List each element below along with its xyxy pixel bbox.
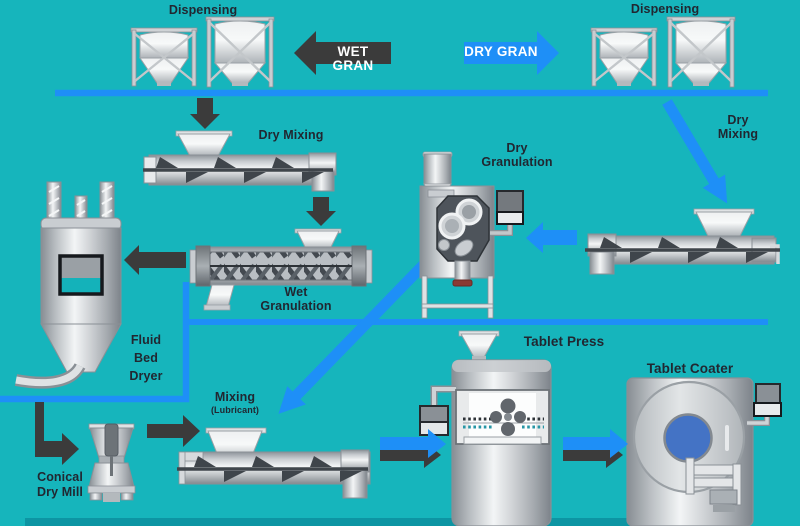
- label-wet-gran-banner: WET GRAN: [332, 44, 374, 73]
- arrow-press-to-coater-blue: [563, 429, 628, 458]
- dry-mixing-conveyor-right: [585, 208, 780, 275]
- arrow-mixing-to-press-blue: [380, 429, 446, 458]
- label-dry-gran-banner: DRY GRAN: [464, 44, 538, 59]
- tablet-press: [419, 330, 552, 526]
- compactor-control-panel: [496, 190, 524, 225]
- dispensing-bin-right-large: [665, 15, 737, 89]
- dispensing-bin-left-large: [204, 15, 276, 89]
- arrow-mill-to-mixing: [147, 415, 200, 447]
- label-conical-dry-mill: Conical Dry Mill: [37, 470, 83, 499]
- arrow-dispensing-to-drymix: [190, 98, 220, 129]
- arrow-conveyor-to-compactor: [526, 222, 577, 253]
- wet-granulator: [189, 228, 373, 311]
- arrow-dryer-to-mill: [35, 402, 79, 465]
- press-control-panel: [419, 405, 449, 436]
- arrow-wetgran-to-dryer: [124, 245, 186, 275]
- tablet-coater: [626, 377, 782, 526]
- roller-compactor: [419, 151, 524, 319]
- arrow-drygranulation-to-mixing: [278, 247, 441, 414]
- coater-window: [663, 413, 713, 463]
- floor-strip: [25, 518, 690, 526]
- conical-dry-mill: [87, 423, 136, 502]
- dry-mixing-conveyor-left: [143, 130, 337, 192]
- label-dry-granulation: Dry Granulation: [481, 141, 553, 169]
- label-wet-granulation: Wet Granulation: [260, 285, 332, 313]
- label-mixing-lubricant: (Lubricant): [210, 405, 260, 415]
- coater-control-panel: [753, 383, 782, 417]
- label-tablet-coater: Tablet Coater: [646, 361, 734, 376]
- label-dry-mixing-right: Dry Mixing: [717, 113, 759, 141]
- flow-line-dryer-loop: [0, 282, 190, 403]
- label-mixing: Mixing: [214, 390, 256, 404]
- label-dry-mixing-left: Dry Mixing: [258, 128, 324, 142]
- arrow-dispensing-to-drymixing: [662, 99, 728, 204]
- label-fluid-bed-dryer: Fluid Bed Dryer: [129, 333, 163, 383]
- black-flow-arrows: [35, 31, 623, 468]
- label-dispensing-left: Dispensing: [168, 3, 238, 17]
- dispensing-bin-right-small: [589, 26, 659, 88]
- blue-flow-arrows: [380, 31, 628, 458]
- fluid-bed-dryer: [14, 181, 122, 389]
- arrow-wet-gran-banner: [294, 31, 391, 75]
- label-tablet-press: Tablet Press: [523, 334, 605, 349]
- label-dispensing-right: Dispensing: [630, 2, 700, 16]
- press-rollers: [490, 398, 526, 436]
- dispensing-bin-left-small: [129, 26, 199, 88]
- lubricant-mixing-conveyor: [177, 427, 371, 499]
- arrow-dry-gran-banner: [464, 31, 559, 75]
- arrow-drymix-to-wetgran: [306, 197, 336, 226]
